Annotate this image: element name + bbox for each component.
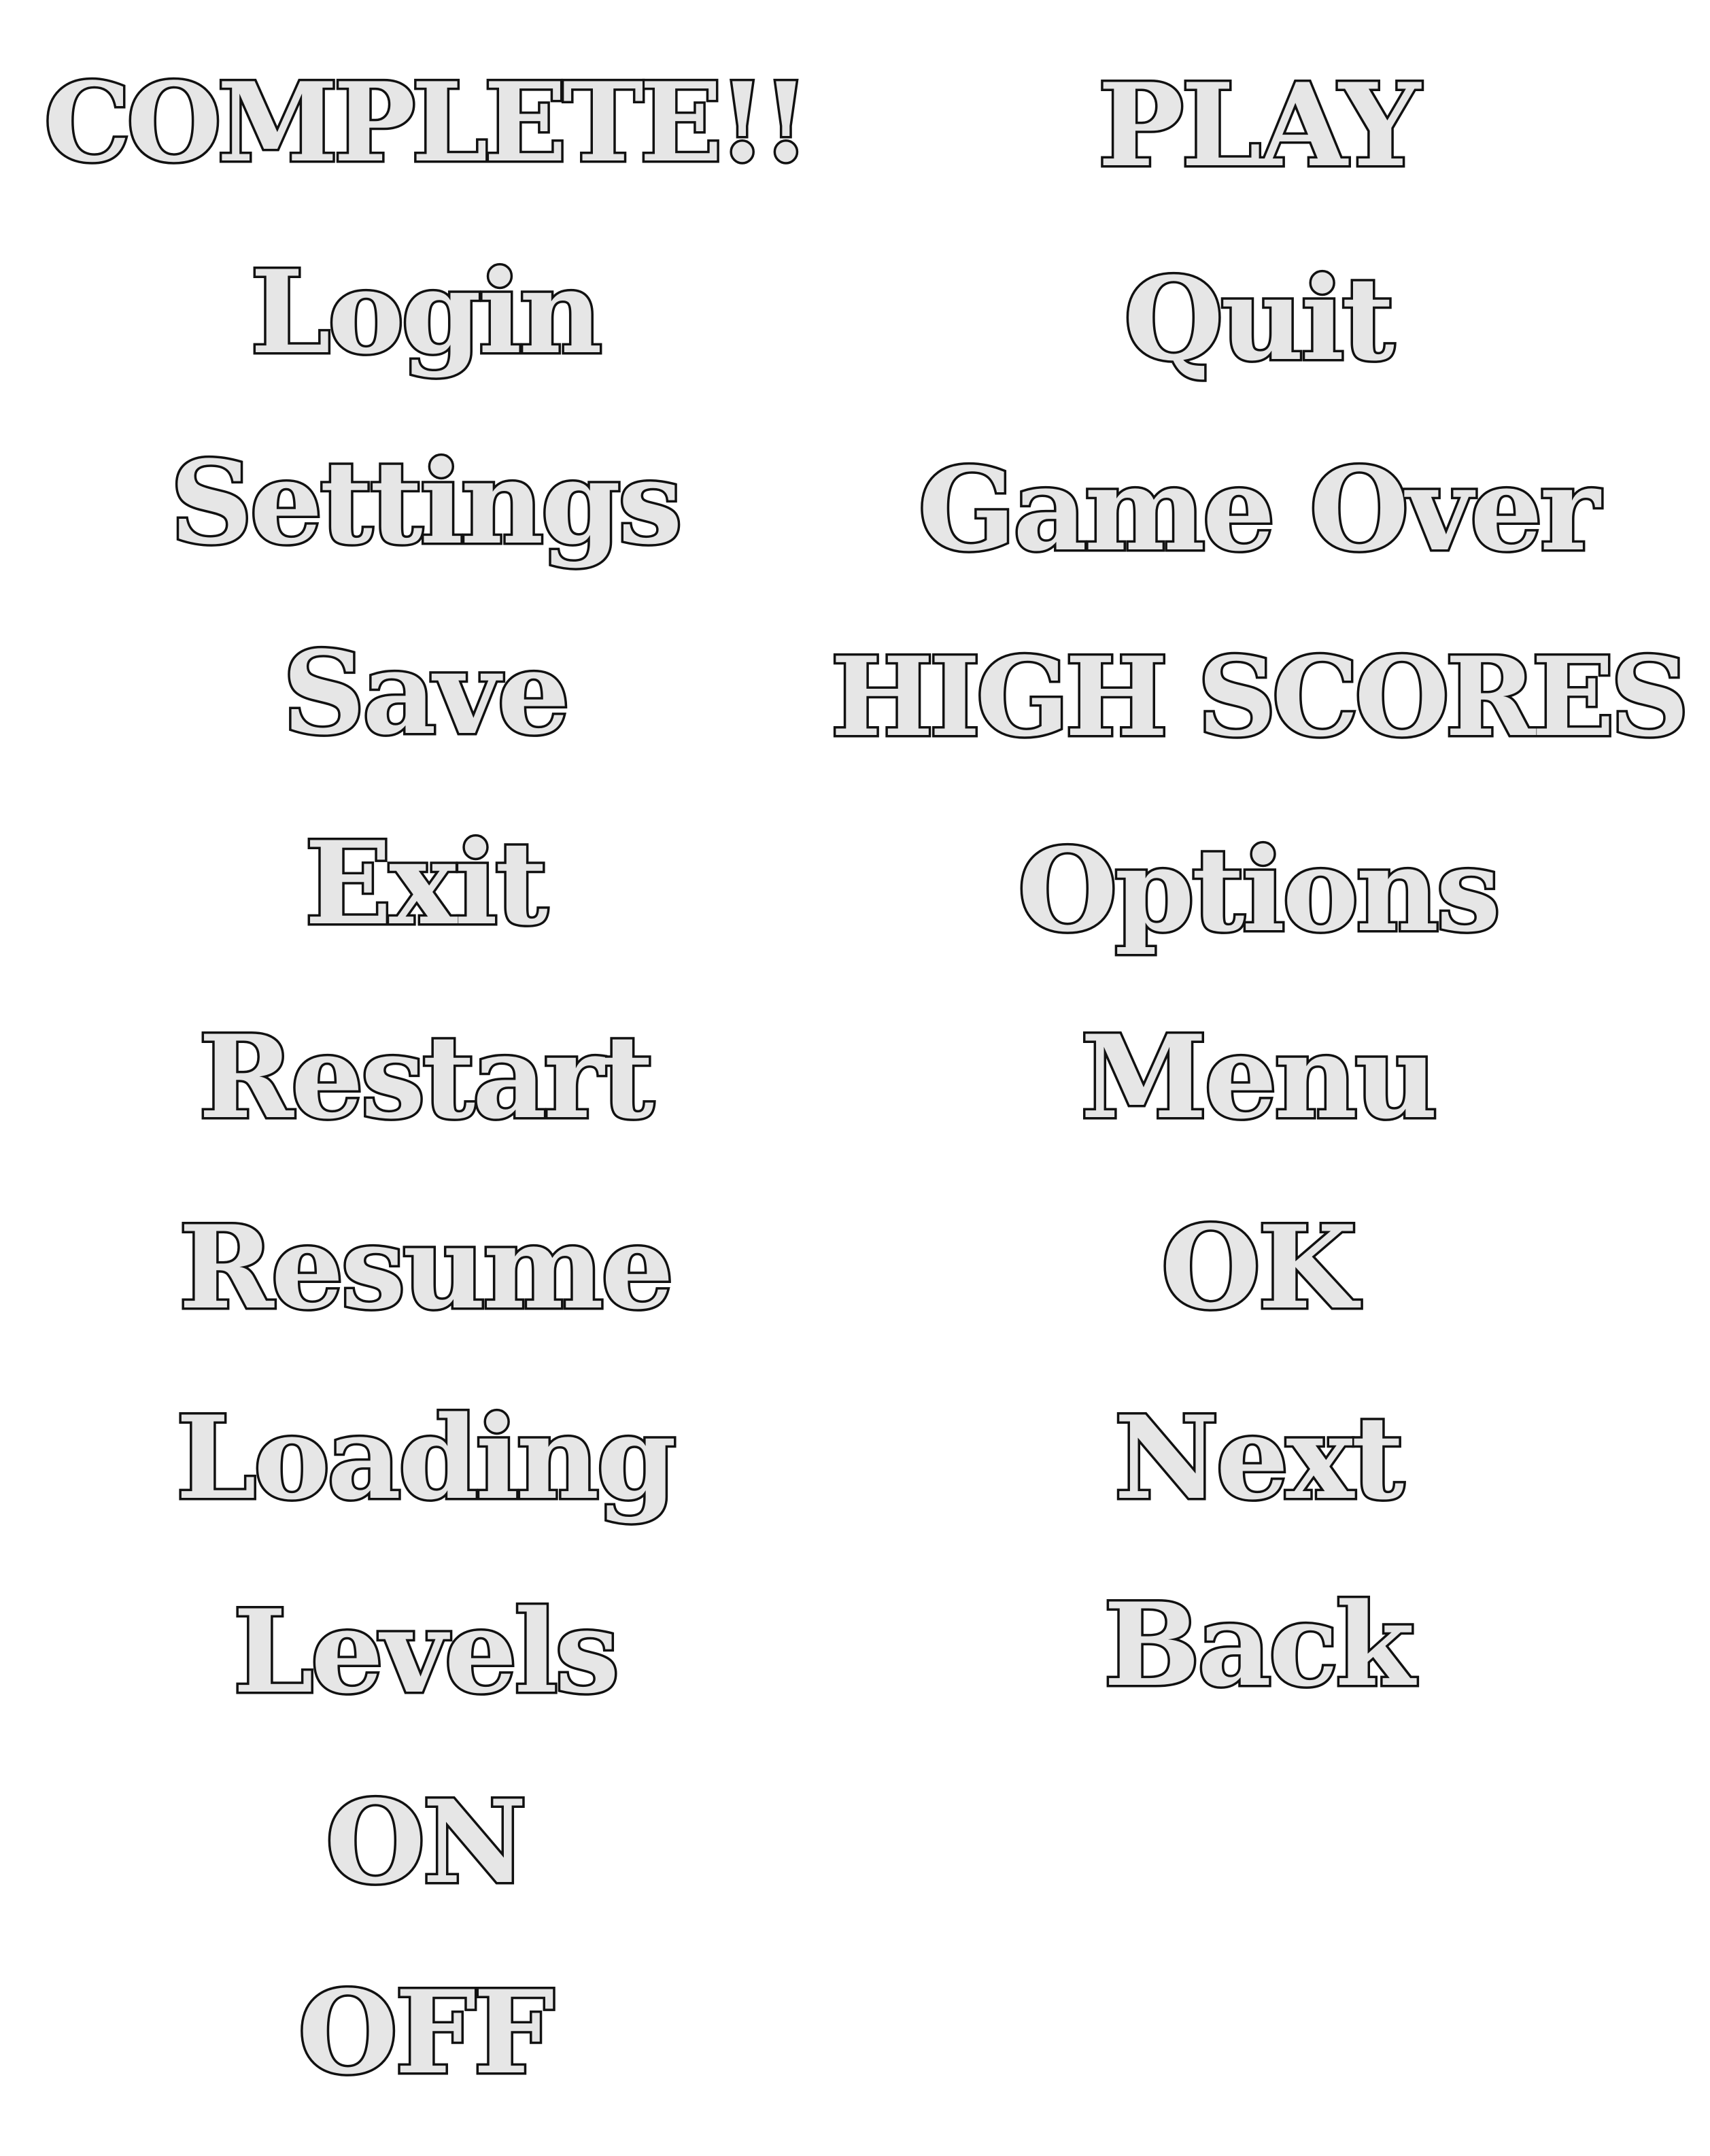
options-button[interactable]: Options	[1015, 823, 1503, 957]
loading-label: Loading	[174, 1390, 679, 1525]
settings-button[interactable]: Settings	[168, 435, 685, 570]
off-toggle[interactable]: OFF	[296, 1965, 557, 2100]
restart-button[interactable]: Restart	[196, 1010, 657, 1144]
back-button[interactable]: Back	[1101, 1577, 1418, 1712]
play-button[interactable]: PLAY	[1095, 58, 1422, 192]
levels-button[interactable]: Levels	[231, 1584, 622, 1719]
next-button[interactable]: Next	[1112, 1390, 1406, 1525]
resume-button[interactable]: Resume	[177, 1200, 677, 1335]
on-toggle[interactable]: ON	[324, 1775, 530, 1909]
exit-button[interactable]: Exit	[303, 816, 551, 951]
login-button[interactable]: Login	[248, 245, 605, 379]
complete-label[interactable]: COMPLETE!!	[41, 58, 812, 186]
ok-button[interactable]: OK	[1159, 1200, 1359, 1335]
save-button[interactable]: Save	[280, 626, 572, 760]
high-scores-button[interactable]: HIGH SCORES	[828, 633, 1691, 761]
menu-button[interactable]: Menu	[1078, 1010, 1440, 1144]
quit-button[interactable]: Quit	[1122, 252, 1397, 386]
game-over-label: Game Over	[916, 442, 1603, 577]
